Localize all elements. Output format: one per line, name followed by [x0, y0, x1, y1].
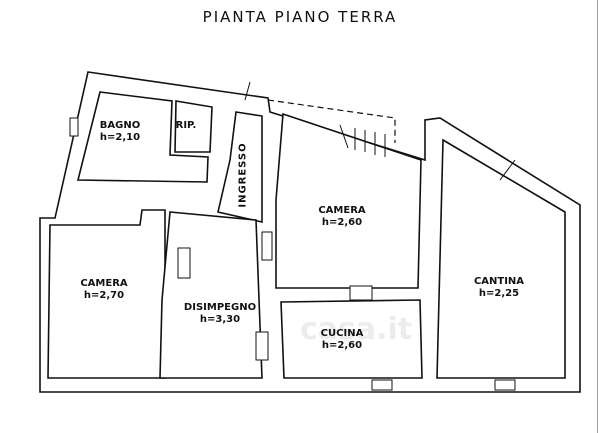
room-cantina: [436, 138, 566, 379]
watermark-logo: casa.it: [300, 312, 413, 347]
section-mark: [244, 81, 251, 101]
door: [255, 331, 269, 361]
room-camera-left: [47, 209, 166, 379]
stair-dashed-outline: [267, 99, 396, 143]
plan-title: PIANTA PIANO TERRA: [202, 8, 398, 26]
window: [371, 379, 393, 391]
stair-line: [339, 124, 349, 149]
window: [494, 379, 516, 391]
page-edge-line: [597, 0, 598, 433]
room-cucina: [280, 299, 423, 379]
room-label-rip: RIP.: [175, 120, 197, 131]
door: [349, 285, 373, 301]
section-mark: [499, 159, 516, 181]
room-ripostiglio: [174, 100, 213, 153]
room-disimpegno: [159, 211, 263, 379]
window: [69, 117, 79, 137]
window: [177, 247, 191, 279]
room-bagno: [76, 91, 209, 183]
room-ingresso: [217, 111, 263, 224]
room-camera-center: [275, 112, 422, 289]
window: [261, 231, 273, 261]
room-label-ingresso: INGRESSO: [237, 142, 249, 208]
